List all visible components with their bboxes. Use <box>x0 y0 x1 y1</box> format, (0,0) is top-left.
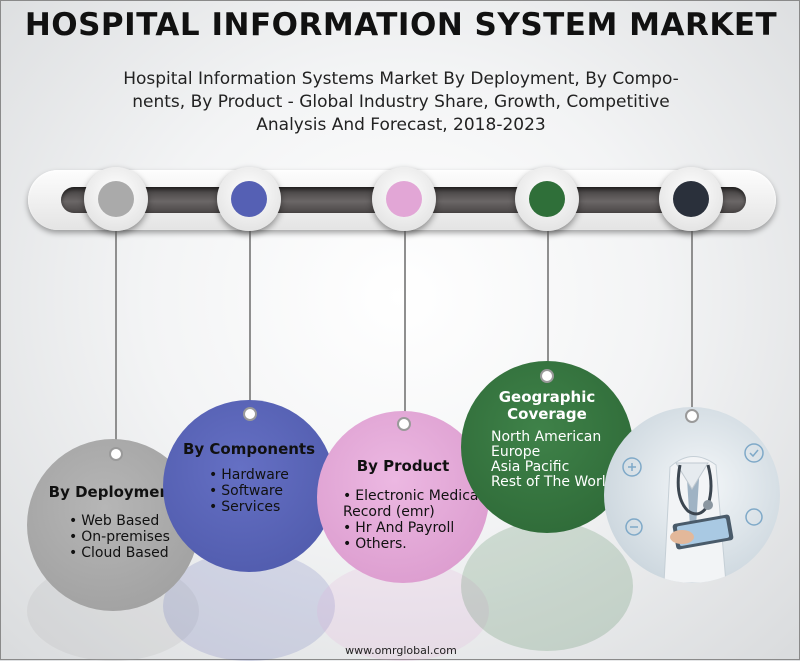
segment-title: By Product <box>356 457 450 475</box>
subtitle-line-3: Analysis And Forecast, 2018-2023 <box>256 115 546 135</box>
segment-title-line: Geographic <box>498 388 596 406</box>
footer-url: www.omrglobal.com <box>345 644 457 657</box>
connector-line-deployment <box>115 226 117 454</box>
segment-components: By Components Hardware Software Services <box>163 400 335 572</box>
hanger-ring <box>109 447 123 461</box>
dot-product <box>386 181 422 217</box>
subtitle-line-1: Hospital Information Systems Market By D… <box>123 69 679 89</box>
segment-items: Hardware Software Services <box>209 467 289 515</box>
segment-title: Geographic Coverage <box>461 389 633 423</box>
list-item: On-premises <box>69 529 170 545</box>
dot-geographic <box>529 181 565 217</box>
list-item: Rest of The World <box>491 474 615 490</box>
list-item: Software <box>209 483 289 499</box>
segment-items: Electronic Medical Record (emr) Hr And P… <box>343 488 483 552</box>
segment-title: By Components <box>182 440 316 458</box>
list-item: Hr And Payroll <box>343 520 483 536</box>
list-item: Hardware <box>209 467 289 483</box>
list-item: Europe <box>491 444 541 460</box>
region-list: North American Europe Asia Pacific Rest … <box>491 430 615 490</box>
hanger-ring <box>243 407 257 421</box>
hanger-ring <box>685 409 699 423</box>
reflection-geographic <box>461 521 633 651</box>
list-item: Electronic Medical Record (emr) <box>343 488 483 520</box>
segment-product: By Product Electronic Medical Record (em… <box>317 411 489 583</box>
doctor-tablet-image <box>604 407 780 583</box>
dot-photo <box>673 181 709 217</box>
list-item: Services <box>209 499 289 515</box>
connector-line-photo <box>691 226 693 411</box>
list-item: Asia Pacific <box>491 459 570 475</box>
doctor-illustration <box>622 443 764 583</box>
segment-title: By Deployment <box>48 483 178 501</box>
page-title: HOSPITAL INFORMATION SYSTEM MARKET <box>24 7 778 43</box>
dot-components <box>231 181 267 217</box>
connector-line-product <box>404 226 406 414</box>
list-item: Others. <box>343 536 483 552</box>
list-item: Web Based <box>69 513 170 529</box>
segment-title-line: Coverage <box>507 405 587 423</box>
list-item: North American <box>491 429 602 445</box>
dot-deployment <box>98 181 134 217</box>
subtitle: Hospital Information Systems Market By D… <box>91 68 711 137</box>
subtitle-line-2: nents, By Product - Global Industry Shar… <box>132 92 670 112</box>
segment-items: Web Based On-premises Cloud Based <box>69 513 170 561</box>
connector-line-geographic <box>547 226 549 371</box>
hanger-ring <box>397 417 411 431</box>
connector-line-components <box>249 226 251 409</box>
hanger-ring <box>540 369 554 383</box>
list-item: Cloud Based <box>69 545 170 561</box>
